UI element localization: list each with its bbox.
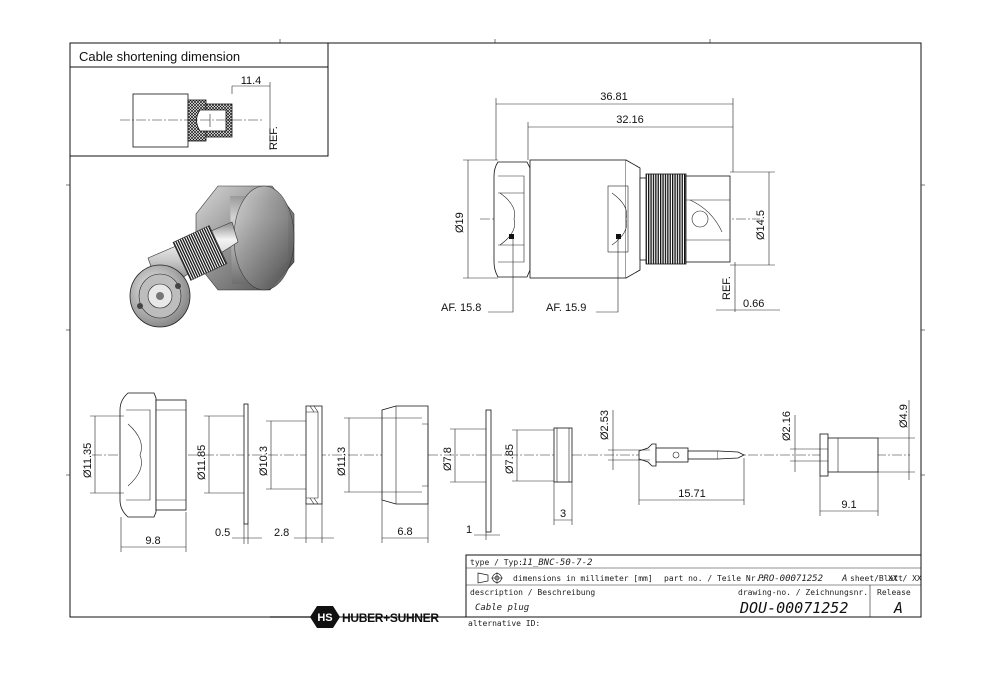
dim-overall: 36.81: [600, 91, 628, 103]
tb-release-value: A: [893, 599, 903, 617]
part-5-dia: Ø7.8: [442, 447, 454, 471]
part-8-sleeve: Ø2.16 Ø4.9 9.1: [781, 400, 915, 516]
part-7-len: 15.71: [678, 488, 706, 500]
logo-text: HUBER+SUHNER: [342, 611, 439, 625]
part-1-dia: Ø11.35: [82, 443, 94, 478]
coupling-nut: [645, 173, 687, 265]
exploded-parts: Ø11.35 9.8 Ø11.85 0.5 Ø10.3: [82, 392, 915, 552]
title-block: type / Typ: 11_BNC-50-7-2 dimensions in …: [465, 554, 922, 628]
part-2-dia: Ø11.85: [196, 445, 208, 480]
isometric-render: [129, 185, 295, 328]
part-8-dia-in: Ø2.16: [781, 411, 793, 441]
inset-ref-label: REF.: [268, 126, 280, 150]
frame-ticks: [66, 39, 925, 476]
part-4-dia: Ø11.3: [336, 447, 348, 476]
part-4-len: 6.8: [397, 526, 412, 538]
cable-dielectric: [196, 109, 227, 132]
part-2-washer: Ø11.85 0.5: [196, 403, 262, 544]
huber-suhner-logo: HS HUBER+SUHNER: [270, 606, 440, 628]
part-6-len: 3: [560, 508, 566, 520]
tb-sheet-letter: A: [841, 574, 847, 584]
part-7-dia: Ø2.53: [599, 410, 611, 440]
dim-dia-nut: Ø14.5: [755, 210, 767, 240]
inset-title: Cable shortening dimension: [79, 49, 240, 64]
af-label-1: AF. 15.8: [441, 302, 481, 314]
tb-alt-label: alternative ID:: [468, 619, 540, 628]
part-3-len: 2.8: [274, 527, 289, 539]
tb-desc-value: Cable plug: [475, 603, 530, 613]
part-1-cap: Ø11.35 9.8: [82, 392, 187, 552]
main-ref-label: REF.: [721, 276, 733, 300]
cable-jacket: [132, 93, 189, 148]
tb-drawing-label: drawing-no. / Zeichnungsnr.: [738, 588, 868, 597]
part-3-ring: Ø10.3 2.8: [258, 405, 334, 543]
part-5-washer: Ø7.8 1: [442, 409, 500, 540]
body-shell: [529, 159, 627, 279]
part-3-dia: Ø10.3: [258, 446, 270, 476]
part-8-len: 9.1: [841, 499, 856, 511]
tb-part-label: part no. / Teile Nr.:: [664, 574, 765, 583]
part-1-len: 9.8: [145, 535, 160, 547]
tb-sheet-label: sheet/Blatt: [850, 574, 903, 583]
tb-drawing-value: DOU-00071252: [739, 599, 848, 617]
tb-type-label: type / Typ:: [470, 558, 523, 567]
main-assembly-view: 36.81 32.16 Ø19 Ø14.5 REF. 0.66 AF. 15.8…: [441, 91, 780, 314]
part-8-dia-out: Ø4.9: [898, 404, 910, 428]
projection-symbol-icon: [477, 572, 503, 584]
part-4-ferrule: Ø11.3 6.8: [336, 405, 429, 543]
tb-units: dimensions in millimeter [mm]: [513, 574, 653, 583]
dim-dia-body: Ø19: [454, 212, 466, 233]
tb-sheet-value: XX / XX: [888, 574, 922, 583]
part-6-dia: Ø7.85: [504, 444, 516, 474]
tb-release-label: Release: [877, 588, 911, 597]
tb-desc-label: description / Beschreibung: [470, 588, 595, 597]
tb-type-value: 11_BNC-50-7-2: [522, 558, 592, 568]
inset-cable-shortening: Cable shortening dimension 11.4 REF.: [69, 42, 329, 157]
logo-mark: HS: [317, 612, 332, 624]
inset-dim-length: 11.4: [241, 75, 262, 87]
tb-part-value: PRO-00071252: [758, 574, 823, 584]
body-cap: [493, 161, 531, 278]
part-2-len: 0.5: [215, 527, 230, 539]
part-5-len: 1: [466, 524, 472, 536]
dim-body: 32.16: [616, 114, 644, 126]
part-7-contact: Ø2.53 15.71: [599, 410, 745, 505]
part-6-insulator: Ø7.85 3: [504, 427, 573, 525]
af-label-2: AF. 15.9: [546, 302, 586, 314]
dim-ref-offset: 0.66: [743, 298, 764, 310]
